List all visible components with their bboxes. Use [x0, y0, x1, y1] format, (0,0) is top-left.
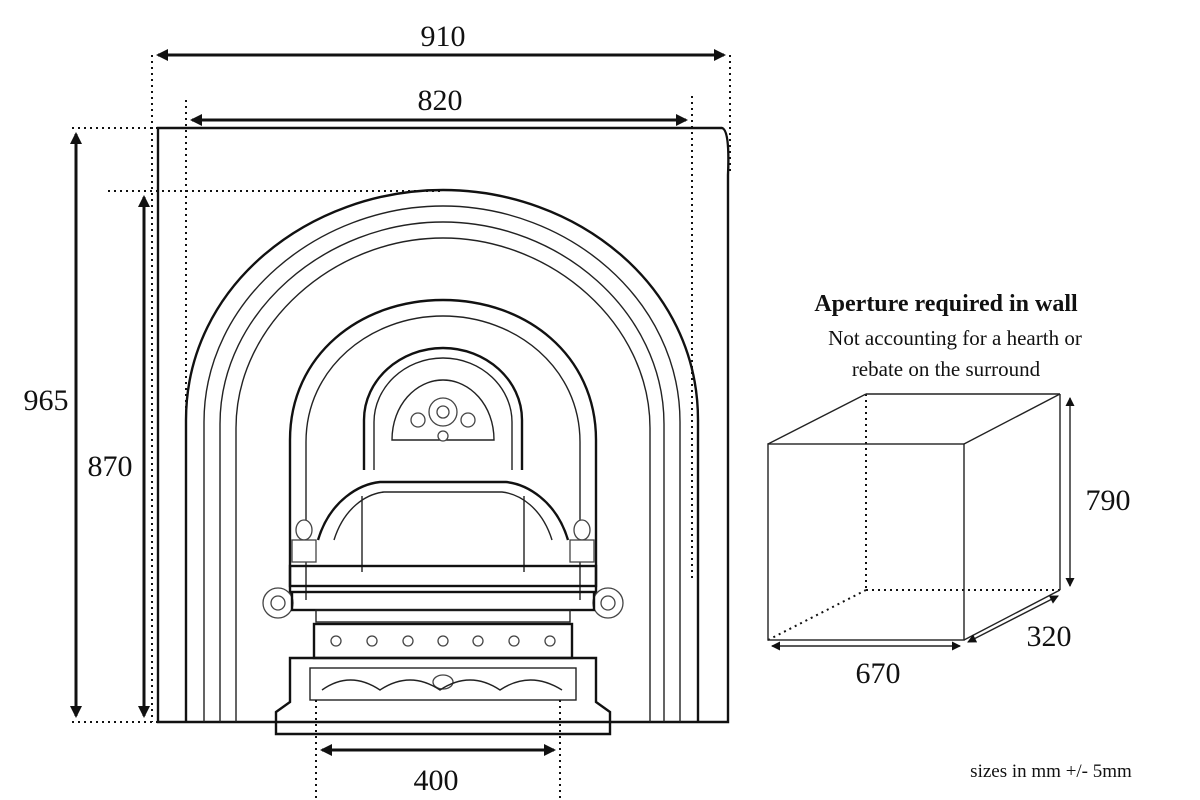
grate-width-label: 400: [414, 764, 459, 797]
aperture-title: Aperture required in wall: [814, 291, 1078, 317]
units-footnote: sizes in mm +/- 5mm: [970, 761, 1132, 782]
aperture-box-wireframe: [767, 393, 1061, 641]
fireplace-insert-sketch: [156, 126, 730, 736]
outer-arch: [184, 188, 700, 722]
grate: [288, 564, 598, 660]
overall-width-label: 910: [421, 20, 466, 53]
aperture-note-line2: rebate on the surround: [852, 357, 1041, 381]
rosette-ornament: [391, 379, 495, 442]
aperture-section: Aperture required in wall Not accounting…: [767, 291, 1131, 690]
aperture-note-line1: Not accounting for a hearth or: [828, 326, 1082, 350]
insert-plate: [156, 126, 730, 724]
arch-height-label: 870: [88, 450, 133, 483]
inner-width-label: 820: [418, 84, 463, 117]
finial-left: [291, 519, 317, 563]
finial-right: [569, 519, 595, 563]
ash-pan: [274, 656, 612, 736]
overall-height-label: 965: [24, 384, 69, 417]
aperture-depth-label: 320: [1027, 620, 1072, 653]
aperture-width-label: 670: [856, 657, 901, 690]
aperture-depth-arrow: [967, 595, 1059, 643]
inner-arch: [288, 298, 598, 600]
aperture-height-label: 790: [1086, 484, 1131, 517]
